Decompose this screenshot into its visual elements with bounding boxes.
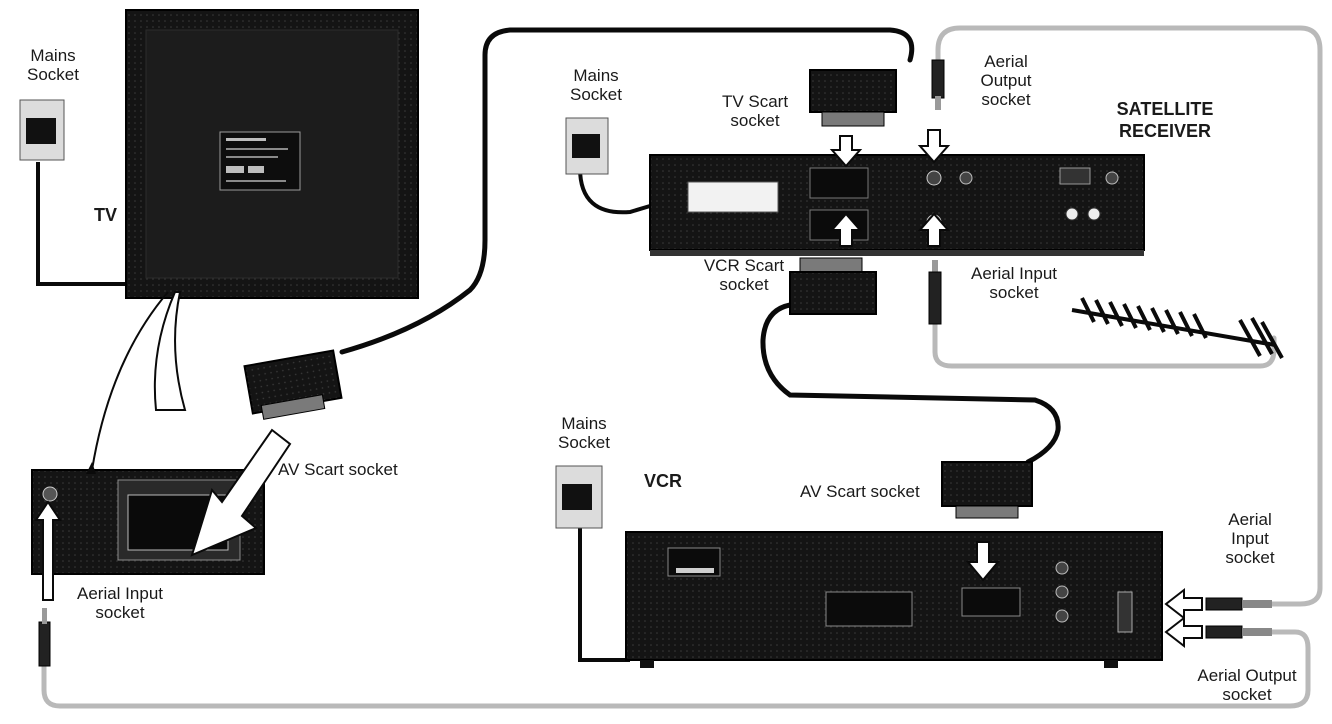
vcr-aerial-plugs <box>1205 597 1272 639</box>
sat-vcr-scart-plug <box>789 257 877 315</box>
sat-aerial-input-plug <box>928 260 942 325</box>
aerial-antenna <box>1071 297 1284 359</box>
vcr-aerial-output-label: Aerial Output socket <box>1197 666 1297 704</box>
sat-aerial-output-plug <box>931 59 945 110</box>
vcr-aerial-input-label: Aerial Input socket <box>1225 510 1275 567</box>
tv-av-scart-label: AV Scart socket <box>278 460 398 479</box>
tv-aerial-input-arrow <box>34 500 62 601</box>
satellite-receiver-body <box>649 154 1145 256</box>
tv-device-label: TV <box>94 205 118 225</box>
sat-socket-arrows <box>829 129 951 247</box>
sat-vcr-scart-label: VCR Scart socket <box>703 256 785 294</box>
vcr-body <box>625 531 1163 668</box>
tv-av-scart-arrow <box>190 428 292 557</box>
sat-tv-scart-label: TV Scart socket <box>721 92 789 130</box>
vcr-scart-plug <box>941 461 1033 519</box>
vcr-aerial-arrows <box>1164 587 1203 649</box>
satellite-receiver-label: SATELLITE RECEIVER <box>1116 99 1214 141</box>
coax-antenna-to-sat-in <box>932 319 1277 369</box>
tv-mains-wall-socket <box>19 99 65 161</box>
tv-body <box>125 9 419 299</box>
scart-sat-to-vcr <box>760 302 1061 465</box>
tv-callout-wedge <box>153 291 187 411</box>
vcr-mains-socket-label: Mains Socket <box>558 414 610 452</box>
sat-tv-scart-plug <box>809 69 897 127</box>
tv-scart-plug <box>243 349 343 420</box>
scart-cables <box>339 27 1061 465</box>
tv-aerial-input-label: Aerial Input socket <box>77 584 163 622</box>
sat-aerial-input-label: Aerial Input socket <box>971 264 1057 302</box>
tv-mains-socket-label: Mains Socket <box>27 46 79 84</box>
scart-tv-to-sat <box>339 27 915 355</box>
sat-mains-socket-label: Mains Socket <box>570 66 622 104</box>
mains-leads <box>36 162 651 662</box>
vcr-mains-wall-socket <box>555 465 603 529</box>
sat-aerial-output-label: Aerial Output socket <box>980 52 1032 109</box>
vcr-av-scart-label: AV Scart socket <box>800 482 920 501</box>
sat-mains-wall-socket <box>565 117 609 175</box>
vcr-av-scart-arrow <box>965 541 1001 582</box>
coax-cables <box>41 25 1323 709</box>
vcr-device-label: VCR <box>644 471 683 491</box>
tv-aerial-plug <box>38 608 51 667</box>
coax-sat-out-to-vcr-in <box>935 25 1323 607</box>
coax-vcr-out-to-tv-in <box>41 629 1311 709</box>
